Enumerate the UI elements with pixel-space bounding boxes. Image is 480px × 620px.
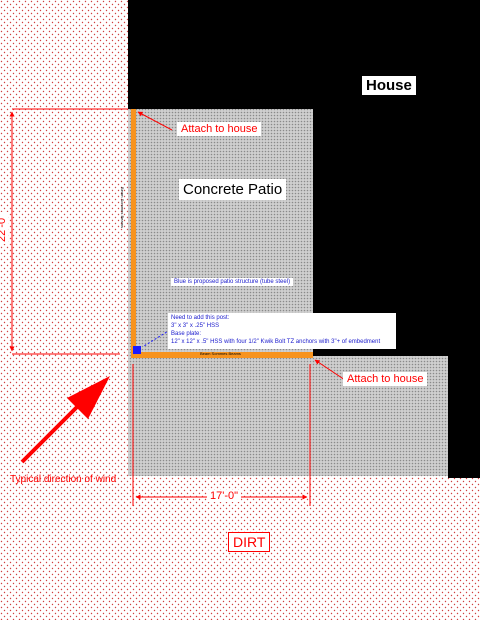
dimension-horizontal-label: 17'-0": [207, 490, 242, 502]
vertical-beam-small-label: Beam Sommes Beams: [119, 187, 125, 228]
attach-right-leader: [314, 359, 346, 381]
attach-top-leader: [137, 111, 173, 131]
post-note-leader: [143, 329, 171, 347]
dirt-label: DIRT: [228, 532, 271, 552]
vertical-beam: [131, 109, 136, 358]
structure-note: Blue is proposed patio structure (tube s…: [171, 278, 294, 286]
post-note-line-2: 3" x 3" x .25" HSS: [171, 323, 220, 329]
house-label: House: [362, 76, 416, 95]
post-note: Need to add this post: 3" x 3" x .25" HS…: [168, 313, 396, 349]
post-note-line-4: 12" x 12" x .5" HSS with four 1/2" Kwik …: [171, 339, 381, 345]
post-note-line-1: Need to add this post:: [171, 315, 230, 321]
wind-arrow-head: [67, 376, 110, 419]
attach-to-house-label-right: Attach to house: [343, 372, 428, 386]
dimension-vertical-label: 22'-0": [0, 211, 9, 245]
house-footprint: [128, 0, 480, 478]
attach-to-house-label-top: Attach to house: [177, 122, 262, 136]
concrete-patio-label: Concrete Patio: [179, 179, 287, 200]
new-post: [133, 346, 141, 354]
beam-small-label: Beam Sommes Beams: [200, 351, 241, 356]
horizontal-beam: [131, 352, 313, 358]
wind-direction-label: Typical direction of wind: [10, 474, 117, 485]
post-note-line-3: Base plate:: [171, 331, 202, 337]
